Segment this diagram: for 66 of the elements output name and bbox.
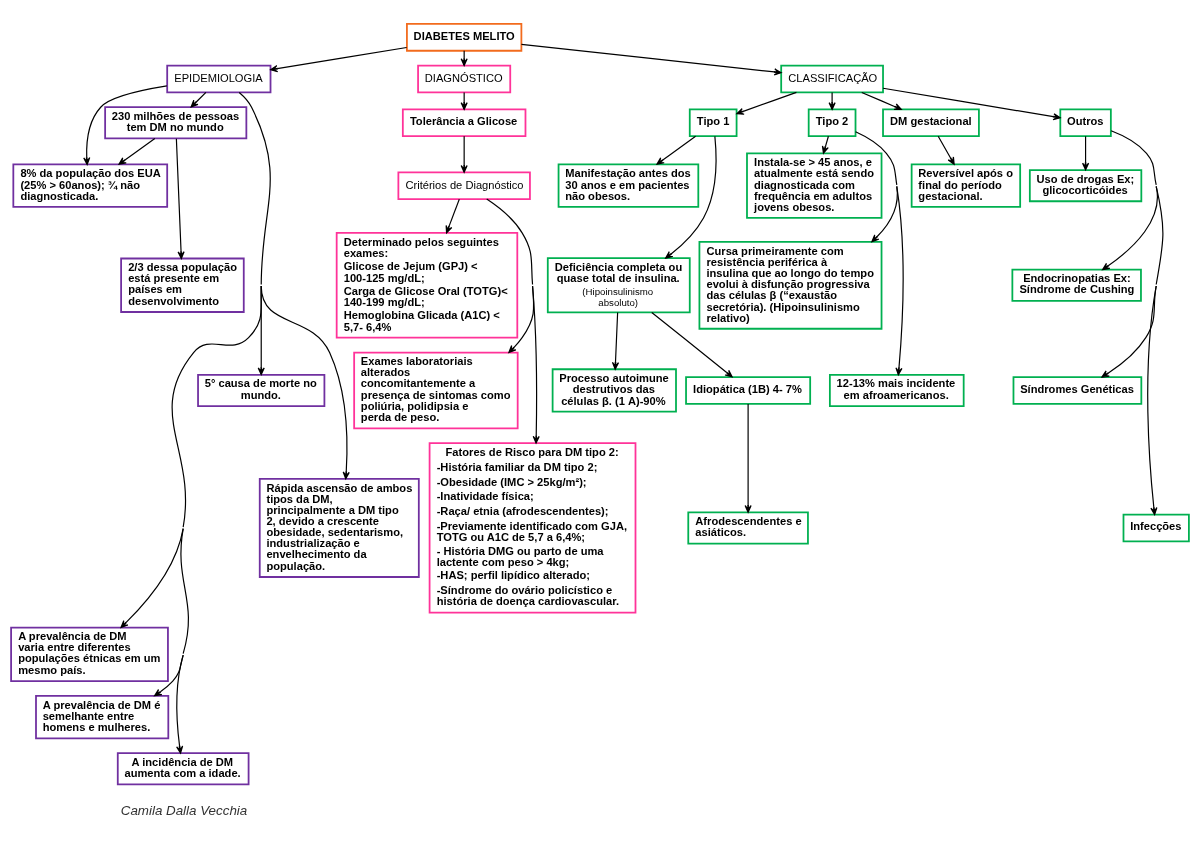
arrow [520,43,782,76]
arrow [83,84,168,165]
node-box: A prevalência de DM é semelhante entre homens e mulheres. [35,694,170,739]
arrow [1081,135,1090,170]
node-box: Idiopática (1B) 4- 7% [685,375,812,405]
arrow [120,91,271,628]
arrow [1147,284,1158,515]
node-box: Tipo 1 [688,108,738,137]
node-box: CLASSIFICAÇÃO [780,64,884,93]
arrow [445,198,460,233]
node-box: Endocrinopatias Ex: Síndrome de Cushing [1011,268,1142,302]
arrow [460,135,468,173]
node-box: DIABETES MELITO [406,22,523,52]
node-box: DIAGNÓSTICO [417,64,512,93]
node-box: Critérios de Diagnóstico [397,170,531,200]
arrow [1101,185,1164,378]
arrow [118,137,156,165]
node-box: A prevalência de DM varia entre diferentes populações étnicas em um mesmo país. [10,626,169,682]
arrow [1102,129,1158,270]
node-box: Tipo 2 [807,108,857,137]
node-box: A incidência de DM aumenta com a idade. [116,751,250,785]
arrow [744,402,752,513]
node-box: Tolerância a Glicose [401,108,527,137]
arrow [270,46,408,72]
arrow [190,91,207,108]
arrow [651,311,733,377]
node-box: Infecções [1122,513,1190,542]
node-box: Síndromes Genéticas [1012,375,1143,405]
node-box: DM gestacional [882,108,980,137]
node-box: 12-13% mais incidente em afroamericanos. [829,373,965,407]
node-box: 2/3 dessa população está presente em países em desenvolvimento [120,257,245,313]
arrow [260,284,350,479]
arrow [736,91,797,115]
arrow [656,135,697,165]
label: Camila Dalla Vecchia [120,802,248,818]
node-box: Fatores de Risco para DM tipo 2: -História familiar da DM tipo 2; -Obesidade (IMC > 25kg/m²); -Inatividade física; -Raça/ etnia (afrodescendentes); -Previamente identificado com GJA, TOTG ou A1C de 5,7 a 6,4%; - História DMG ou parto de uma lactente com peso > 4kg; -HAS; perfil lipídico alterado; -Síndrome do ovário policístico e história de doença cardiovascular. [428,441,637,614]
arrow [821,135,829,154]
arrow [531,284,540,444]
node-box: 5° causa de morte no mundo. [197,373,326,407]
node-box: Deficiência completa ou quase total de insulina. (Hipoinsulinismo absoluto) [546,256,691,313]
node-box: Afrodescendentes e asiáticos. [687,510,809,544]
arrow [861,91,902,110]
arrow [611,311,620,370]
node-box: Instala-se > 45 anos, e atualmente está sendo diagnosticada com frequência em adultos jovens obesos. [746,151,883,219]
node-box: Rápida ascensão de ambos tipos da DM, principalmente a DM tipo 2, devido a crescente obesidade, sedentarismo, industrialização e envelhecimento da população. [258,477,420,578]
arrow [828,91,836,110]
arrow [175,137,185,259]
arrow [486,197,535,353]
node-box: Cursa primeiramente com resistência periférica à insulina que ao longo do tempo evolui à disfunção progressiva das células β (“exaustão secretória). (Hipoinsulinismo relativo) [698,240,883,330]
node-box: Reversível após o final do período gestacional. [910,163,1022,208]
arrow [154,527,190,696]
node-box: 8% da população dos EUA (25% > 60anos); ¾ não diagnosticada. [12,163,169,208]
node-box: Determinado pelos seguintes exames: Glicose de Jejum (GPJ) < 100-125 mg/dL; Carga de Glicose Oral (TOTG)< 140-199 mg/dL; Hemoglobina Glicada (A1C) < 5,7- 6,4% [335,231,519,339]
arrow [937,135,955,165]
arrow [855,130,898,242]
arrow [895,185,904,375]
node-box: Processo autoimune destrutivos das células β. (1 A)-90% [551,367,677,412]
arrow [665,135,717,259]
node-box: 230 milhões de pessoas tem DM no mundo [104,105,248,139]
node-box: EPIDEMIOLOGIA [166,64,272,93]
arrow [176,653,184,754]
node-box: Outros [1059,108,1112,137]
node-box: Manifestação antes dos 30 anos e em pacientes não obesos. [557,163,700,208]
node-box: Uso de drogas Ex; glicocorticóides [1028,168,1143,202]
arrow [882,87,1061,120]
node-box: Exames laboratoriais alterados concomitantemente a presença de sintomas como poliúria, polidipsia e perda de peso. [353,351,519,429]
